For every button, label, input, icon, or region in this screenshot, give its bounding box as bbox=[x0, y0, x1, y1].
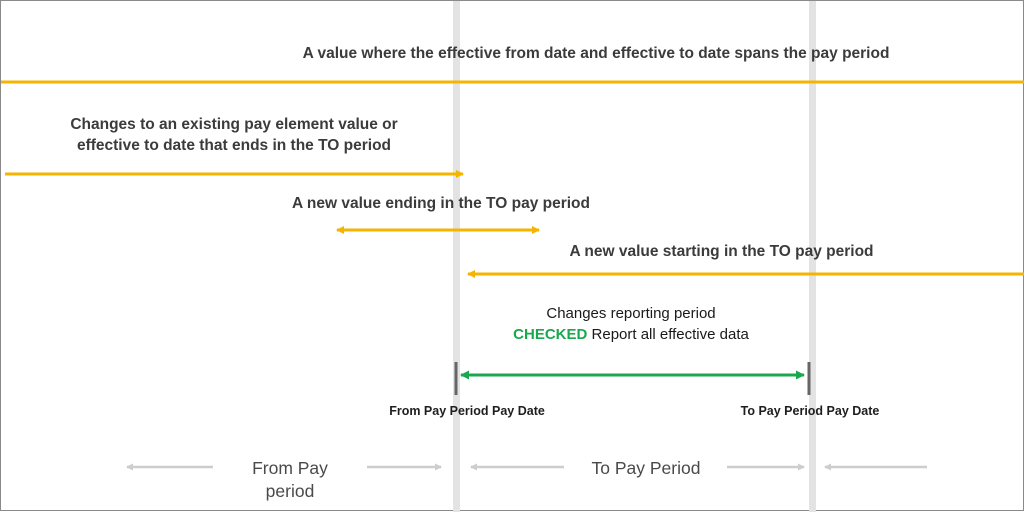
to-date-label: To Pay Period Pay Date bbox=[740, 404, 880, 418]
from-date-divider bbox=[453, 1, 460, 512]
to-period-label: To Pay Period bbox=[591, 458, 701, 478]
starting-label: A new value starting in the TO pay perio… bbox=[569, 243, 874, 260]
to-date-divider bbox=[809, 1, 816, 512]
from-date-label: From Pay Period Pay Date bbox=[389, 404, 545, 418]
report-all-label: Report all effective data bbox=[591, 326, 749, 343]
checked-status: CHECKED bbox=[513, 326, 588, 343]
from-period-label: From Pay period bbox=[252, 458, 328, 501]
ending-label: A new value ending in the TO pay period bbox=[292, 195, 590, 212]
reporting-period-option: CHECKED Report all effective data bbox=[471, 324, 791, 345]
reporting-period-label: Changes reporting period CHECKED Report … bbox=[471, 303, 791, 345]
spans-period-label: A value where the effective from date an… bbox=[302, 45, 890, 62]
reporting-period-title: Changes reporting period bbox=[546, 305, 716, 322]
changes-label: Changes to an existing pay element value… bbox=[70, 116, 398, 154]
